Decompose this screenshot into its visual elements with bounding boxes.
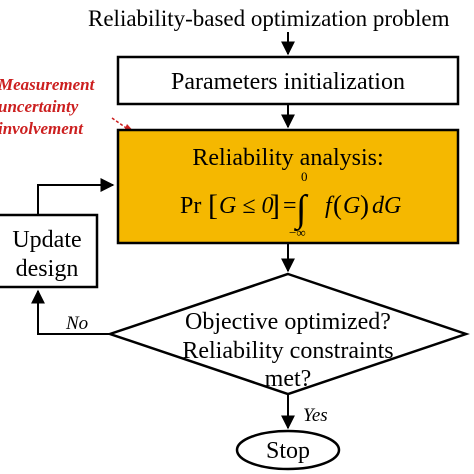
update-design-line-2: design: [16, 256, 79, 282]
formula-inner: G ≤ 0: [219, 193, 274, 219]
stop-terminator: [235, 429, 341, 471]
reliability-formula: Pr [ G ≤ 0 ] = 0 ∫ −∞ f ( G ) dG: [180, 169, 401, 240]
init-box-label: Parameters initialization: [171, 69, 405, 95]
update-design-box: [0, 213, 99, 289]
formula-equals: =: [283, 193, 297, 219]
formula-arg: G: [343, 193, 360, 219]
decision-line-1: Objective optimized?: [185, 309, 391, 335]
formula-integral: ∫: [294, 188, 309, 232]
no-label: No: [65, 313, 88, 334]
formula-bracket-close: ]: [270, 189, 280, 222]
decision-line-2: Reliability constraints: [182, 338, 393, 364]
formula-paren-close: ): [360, 190, 369, 220]
formula-f: f: [325, 193, 335, 219]
formula-lower-limit: −∞: [289, 225, 306, 240]
decision-line-3: met?: [265, 366, 312, 392]
formula-paren-open: (: [333, 190, 342, 220]
flowchart-title: Reliability-based optimization problem: [88, 6, 450, 31]
formula-bracket-open: [: [208, 189, 218, 222]
update-design-line-1: Update: [12, 227, 81, 253]
yes-label: Yes: [303, 405, 328, 426]
annotation-line-2: uncertainty: [0, 97, 79, 116]
analysis-box-label: Reliability analysis:: [192, 145, 383, 171]
stop-label: Stop: [266, 438, 310, 464]
arrow-update-to-analysis: [37, 178, 115, 215]
formula-pr: Pr: [180, 193, 201, 219]
formula-upper-limit: 0: [301, 169, 308, 184]
formula-differential: dG: [372, 193, 401, 219]
annotation-line-3: involvement: [0, 119, 84, 138]
arrow-decision-to-update: [31, 289, 110, 335]
annotation-line-1: Measurement: [0, 75, 96, 94]
